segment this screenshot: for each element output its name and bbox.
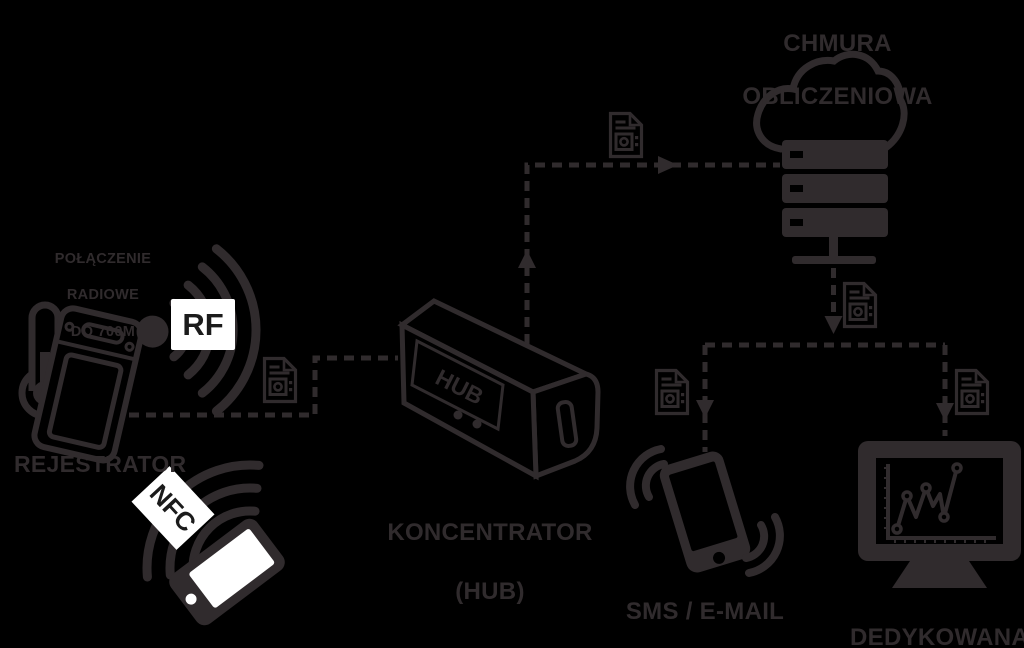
cloud-servers-icon [753, 50, 908, 264]
vibration-waves-icon [626, 445, 784, 577]
arrow-down-icon [696, 400, 714, 418]
led-icon [472, 419, 482, 429]
logger-device-icon [31, 305, 169, 464]
arrow-down-icon [936, 403, 954, 421]
data-file-icon [954, 368, 990, 416]
cloud-label-line1: CHMURA [783, 30, 892, 58]
sms-label: SMS / E-MAIL [625, 598, 785, 625]
app-label: DEDYKOWANA APLIKACJA [850, 623, 1024, 648]
connector-branch [702, 342, 948, 452]
arrow-up-icon [518, 250, 536, 268]
led-icon [453, 410, 463, 420]
monitor-app-icon [858, 441, 1021, 588]
antenna-icon [136, 315, 169, 348]
arrow-right-icon [658, 156, 678, 174]
connector-logger-to-hub [112, 355, 398, 418]
rf-badge-label: RF [182, 307, 223, 342]
hub-label: KONCENTRATOR (HUB) [387, 519, 593, 605]
sms-phone-icon [626, 445, 784, 577]
data-file-icon [842, 281, 878, 329]
radio-range-note: POŁĄCZENIE RADIOWE DO 700M [54, 251, 152, 340]
data-file-icon [262, 356, 298, 404]
nfc-phone-icon [169, 518, 285, 626]
cloud-label: CHMURA OBLICZENIOWA [700, 5, 975, 137]
data-file-icon [608, 111, 644, 159]
arrow-down-icon [824, 316, 843, 334]
hub-device-icon: HUB [397, 298, 601, 481]
data-file-icon [654, 368, 690, 416]
rf-badge: RF [171, 299, 235, 350]
logger-label: REJESTRATOR [14, 451, 187, 477]
cloud-label-line2: OBLICZENIOWA [742, 83, 933, 111]
connector-hub-to-cloud [524, 162, 780, 344]
